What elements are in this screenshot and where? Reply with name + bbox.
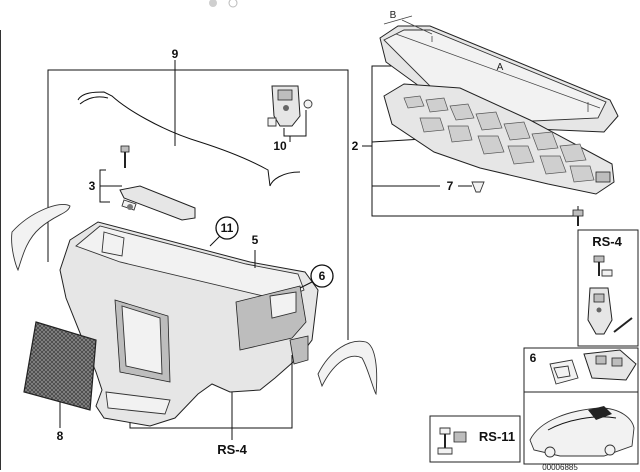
callout-9-label: 9	[172, 47, 179, 61]
mesh-panel-part	[23, 321, 97, 428]
callout-6-label: 6	[319, 269, 326, 283]
bolt-part	[572, 209, 584, 226]
callout-5-label: 5	[252, 233, 259, 247]
callout-11-marker	[209, 216, 239, 247]
callout-6-inset-label: 6	[530, 351, 537, 365]
scroll-dot	[209, 0, 217, 7]
scroll-dot	[228, 0, 238, 8]
callout-6-marker	[299, 264, 334, 289]
callout-11-label: 11	[221, 221, 234, 235]
callout-10-label: 10	[273, 139, 287, 153]
dimension-b-label: B	[390, 10, 397, 21]
callout-2-label: 2	[352, 139, 359, 153]
rs4-inset-label: RS-4	[592, 234, 622, 249]
inset-6-box	[523, 347, 639, 393]
inset-rs4-box	[577, 229, 639, 347]
rs4-bottom-label: RS-4	[217, 442, 247, 457]
top-cushion-part	[379, 15, 619, 133]
rs11-inset-label: RS-11	[479, 429, 515, 444]
tray-shell-part	[59, 221, 319, 428]
callout-8-label: 8	[57, 429, 64, 443]
callout-7-label: 7	[447, 179, 454, 193]
callout-3-label: 3	[89, 179, 96, 193]
lattice-support-part	[383, 83, 615, 195]
mounting-bracket-part	[99, 145, 196, 221]
right-seal-strip	[317, 340, 378, 396]
dimension-a-label: A	[497, 62, 504, 73]
inset-vehicle-box	[523, 391, 639, 465]
diagram-id-label: 00006885	[542, 463, 578, 472]
hinge-bracket-part	[267, 85, 313, 142]
clip-part-7	[458, 181, 485, 193]
wire-rod-part	[77, 70, 301, 187]
inset-rs11-box	[429, 415, 521, 463]
left-seal-strip	[11, 204, 71, 272]
